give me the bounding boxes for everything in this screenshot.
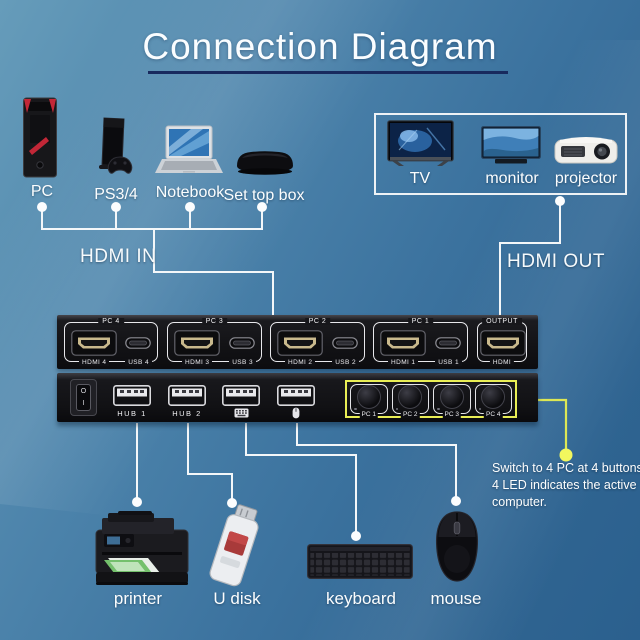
group-label: PC 4 [98,318,124,325]
hdmi-port-icon [277,330,323,356]
pc-select-buttons: PC 1 PC 2 PC 3 PC 4 [345,380,517,418]
projector-icon [554,137,618,164]
group-label: OUTPUT [482,318,522,325]
power-rocker: O I [76,384,91,411]
group-label: PC 2 [304,318,331,325]
usb-port-hub2 [168,385,206,406]
keyboard-image [307,544,413,579]
peripheral-label-keyboard: keyboard [326,589,396,608]
hdmi-port-label: HDMI 4 [79,359,110,366]
hdmi-port-icon [380,330,426,356]
set-top-box-icon [237,151,293,175]
display-devices-box [374,113,627,195]
note-text: Switch to 4 PC at 4 buttons, 4 LED indic… [492,461,640,509]
usb-c-port-icon [435,337,461,349]
usb-c-port-icon [229,337,255,349]
connection-dots [37,196,565,541]
pc1-button: PC 1 [350,384,388,418]
usb-port-keyboard [222,385,260,406]
hdmi-port-icon [480,330,526,356]
usb-port-label: USB 2 [332,359,359,366]
page-title: Connection Diagram [142,26,498,67]
hdmi-out-label: HDMI OUT [507,251,605,272]
hdmi-port-label: HDMI 3 [182,359,213,366]
power-off-glyph: I [82,400,85,407]
keyboard-icon [234,408,249,418]
hdmi-port-label: HDMI 2 [285,359,316,366]
peripheral-label-udisk: U disk [213,589,261,608]
kvm-back-panel: PC 4 HDMI 4 USB 4 PC 3 HDMI 3 USB 3 PC 2… [57,315,538,369]
group-label: PC 3 [201,318,228,325]
title-underline [148,71,508,74]
pc-tower-icon [23,97,57,178]
hdmi-port-label: HDMI [489,359,515,366]
power-on-glyph: O [80,388,87,395]
push-button [398,385,423,410]
monitor-icon [481,126,541,164]
display-label-tv: TV [409,170,431,187]
hdmi-port-label: HDMI 1 [388,359,419,366]
hdmi-port-icon [174,330,220,356]
printer-icon [95,511,189,585]
led-indicator [354,407,357,410]
line-hdmi-in [153,229,274,316]
led-indicator [437,407,440,410]
pc3-button: PC 3 [433,384,471,418]
mouse-icon [292,407,300,419]
source-label-pc: PC [30,183,54,200]
peripheral-label-mouse: mouse [430,589,482,608]
hdmi-port-icon [71,330,117,356]
usb-port-label: USB 4 [125,359,152,366]
display-label-monitor: monitor [485,170,539,187]
usb-c-port-icon [332,337,358,349]
usb-port-label: USB 1 [435,359,462,366]
source-label-notebook: Notebook [155,184,225,201]
source-label-settopbox: Set top box [223,187,305,204]
port-group-pc3: PC 3 HDMI 3 USB 3 [167,318,262,366]
group-label: PC 1 [407,318,434,325]
led-indicator [395,407,398,410]
callout-dot [559,448,573,462]
line-udisk [187,423,233,502]
port-group-pc2: PC 2 HDMI 2 USB 2 [270,318,365,366]
hub2-label: HUB 2 [172,409,202,418]
pc4-button: PC 4 [474,384,512,418]
port-group-output: OUTPUT HDMI [477,318,527,366]
line-keyboard [245,423,357,535]
usb-c-port-icon [125,337,151,349]
hub1-label: HUB 1 [117,409,147,418]
line-mouse [296,423,457,500]
power-switch: O I [70,379,97,416]
line-hdmi-out [499,202,561,316]
usb-port-label: USB 3 [229,359,256,366]
port-group-pc4: PC 4 HDMI 4 USB 4 [64,318,158,366]
push-button [439,385,464,410]
display-label-projector: projector [554,170,618,187]
usb-port-mouse [277,385,315,406]
hdmi-in-label: HDMI IN [80,246,157,267]
push-button [481,385,506,410]
kvm-front-panel: O I HUB 1 HUB 2 PC 1 PC 2 [57,373,538,422]
source-label-ps34: PS3/4 [94,186,138,203]
notebook-icon [155,125,223,173]
port-group-pc1: PC 1 HDMI 1 USB 1 [373,318,468,366]
udisk-icon [198,498,271,597]
peripheral-label-printer: printer [113,589,163,608]
mouse-image [435,511,479,582]
usb-port-hub1 [113,385,151,406]
push-button [356,385,381,410]
tv-icon [387,120,454,166]
pc2-button: PC 2 [391,384,429,418]
ps4-console-icon [99,117,133,174]
led-indicator [478,407,481,410]
